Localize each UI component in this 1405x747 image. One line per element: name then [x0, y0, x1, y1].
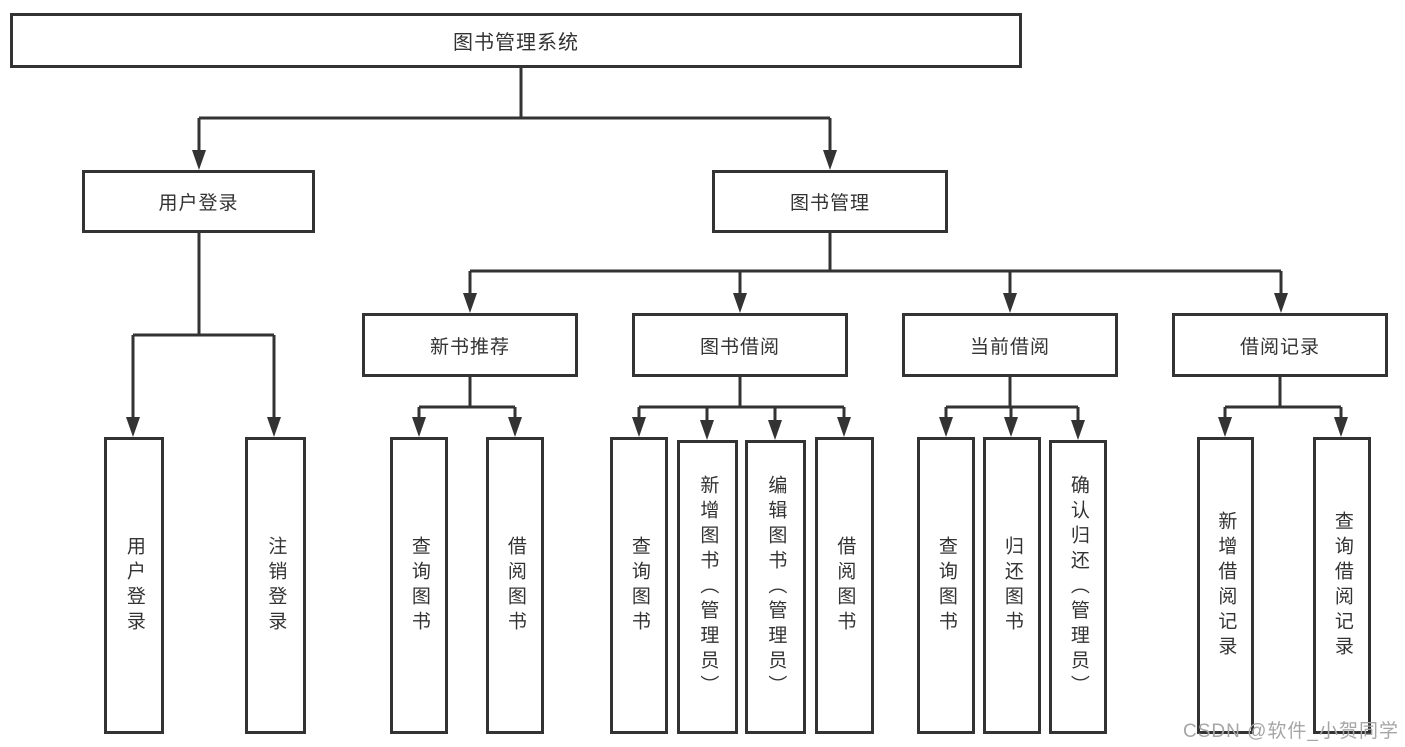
leaf-logout-label: 注销登录 [265, 535, 287, 636]
leaf-logout: 注销登录 [245, 437, 306, 734]
leaf-current-return: 归还图书 [983, 437, 1041, 734]
leaf-newbook-borrow: 借阅图书 [486, 437, 544, 734]
node-book-borrow-label: 图书借阅 [699, 336, 780, 358]
leaf-record-query-label: 查询借阅记录 [1331, 510, 1353, 661]
leaf-borrow-book: 借阅图书 [815, 437, 874, 734]
connector-lines [131, 66, 1343, 424]
leaf-borrow-query-label: 查询图书 [628, 535, 650, 636]
node-book-borrow: 图书借阅 [632, 313, 848, 377]
leaf-borrow-query: 查询图书 [610, 437, 668, 734]
node-current-borrow-label: 当前借阅 [969, 336, 1050, 358]
node-user-login: 用户登录 [82, 170, 315, 233]
leaf-user-login-label: 用户登录 [123, 535, 145, 636]
arrowhead-icons [126, 150, 1348, 440]
node-user-login-label: 用户登录 [158, 193, 239, 214]
node-book-management: 图书管理 [712, 170, 948, 233]
node-current-borrow: 当前借阅 [902, 313, 1118, 377]
leaf-borrow-add-book-label: 新增图书（管理员） [697, 474, 719, 700]
leaf-borrow-add-book: 新增图书（管理员） [677, 440, 738, 734]
node-new-book-recommend-label: 新书推荐 [429, 336, 510, 358]
node-borrow-records-label: 借阅记录 [1239, 336, 1320, 358]
leaf-borrow-edit-book-label: 编辑图书（管理员） [765, 474, 787, 700]
leaf-newbook-borrow-label: 借阅图书 [504, 535, 526, 636]
leaf-record-add-label: 新增借阅记录 [1215, 510, 1237, 661]
node-new-book-recommend: 新书推荐 [362, 313, 578, 377]
leaf-borrow-book-label: 借阅图书 [834, 535, 856, 636]
leaf-record-query: 查询借阅记录 [1313, 437, 1371, 734]
leaf-newbook-query: 查询图书 [390, 437, 448, 734]
leaf-current-confirm-return-label: 确认归还（管理员） [1067, 474, 1089, 700]
node-borrow-records: 借阅记录 [1172, 313, 1388, 377]
leaf-newbook-query-label: 查询图书 [408, 535, 430, 636]
leaf-current-query-label: 查询图书 [935, 535, 957, 636]
leaf-current-query: 查询图书 [917, 437, 975, 734]
leaf-record-add: 新增借阅记录 [1197, 437, 1254, 734]
node-root-label: 图书管理系统 [453, 32, 579, 54]
leaf-user-login: 用户登录 [104, 437, 164, 734]
csdn-watermark: CSDN @软件_小贺同学 [1183, 721, 1399, 742]
leaf-current-confirm-return: 确认归还（管理员） [1049, 440, 1107, 734]
leaf-current-return-label: 归还图书 [1001, 535, 1023, 636]
node-root: 图书管理系统 [10, 13, 1022, 68]
node-book-management-label: 图书管理 [789, 193, 870, 214]
leaf-borrow-edit-book: 编辑图书（管理员） [745, 440, 806, 734]
